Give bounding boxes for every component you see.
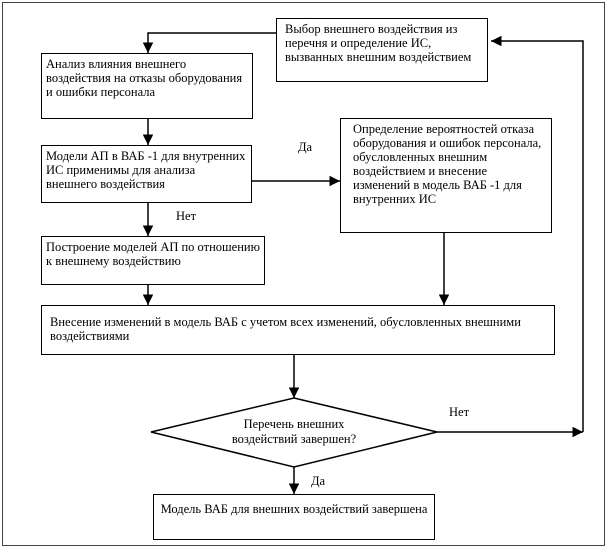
node-apply-changes-text: Внесение изменений в модель ВАБ с учетом… — [50, 315, 521, 343]
decision-list-text: Перечень внешних воздействий завершен? — [231, 417, 357, 446]
node-final-text: Модель ВАБ для внешних воздействий завер… — [160, 502, 428, 516]
node-build-models: Построение моделей АП по отношению к вне… — [41, 236, 265, 285]
node-probabilities: Определение вероятностей отказа оборудов… — [340, 118, 552, 233]
node-build-models-text: Построение моделей АП по отношению к вне… — [46, 240, 260, 268]
node-final: Модель ВАБ для внешних воздействий завер… — [153, 494, 435, 540]
connector-loop-back — [491, 35, 584, 432]
node-models-applicable-text: Модели АП в ВАБ -1 для внутренних ИС при… — [46, 149, 246, 191]
node-impact-analysis-text: Анализ влияния внешнего воздействия на о… — [46, 57, 243, 99]
label-no-models: Нет — [176, 209, 197, 223]
node-select-impact-text: Выбор внешнего воздействия из перечня и … — [285, 22, 472, 64]
label-yes-list: Да — [311, 474, 326, 488]
label-yes-models: Да — [298, 140, 313, 154]
decision-list-diamond — [150, 397, 438, 468]
connector-select-to-analysis — [142, 32, 276, 53]
node-select-impact: Выбор внешнего воздействия из перечня и … — [276, 18, 488, 82]
label-no-list: Нет — [449, 405, 470, 419]
node-models-applicable: Модели АП в ВАБ -1 для внутренних ИС при… — [41, 145, 252, 203]
node-probabilities-text: Определение вероятностей отказа оборудов… — [353, 122, 542, 206]
node-apply-changes: Внесение изменений в модель ВАБ с учетом… — [41, 305, 555, 355]
node-impact-analysis: Анализ влияния внешнего воздействия на о… — [41, 53, 253, 119]
